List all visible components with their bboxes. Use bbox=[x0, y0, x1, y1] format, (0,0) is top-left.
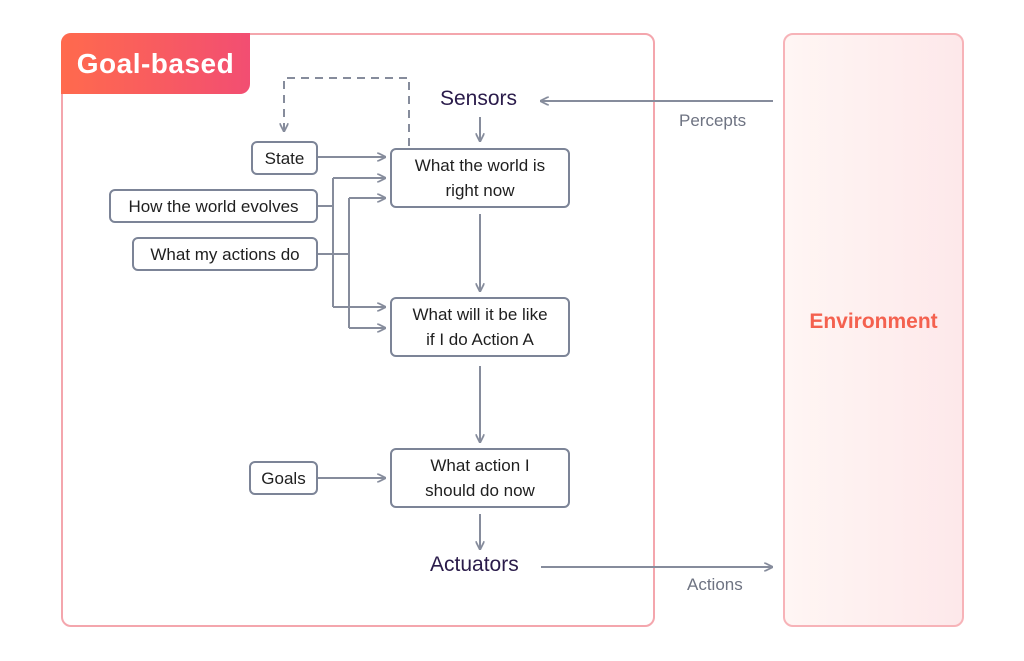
future-prediction-node: What will it be like if I do Action A bbox=[390, 297, 570, 357]
world-now-line-1: What the world is bbox=[414, 156, 546, 175]
state-feedback-loop bbox=[284, 77, 410, 146]
decision-line-1: What action I bbox=[430, 456, 530, 475]
actions-effect-node: What my actions do bbox=[132, 237, 318, 271]
decision-node: What action I should do now bbox=[390, 448, 570, 508]
goals-node: Goals bbox=[249, 461, 318, 495]
actions-label: Actions bbox=[687, 575, 743, 594]
environment-label: Environment bbox=[809, 310, 938, 333]
actions-effect-node-label: What my actions do bbox=[150, 244, 300, 264]
state-node: State bbox=[251, 141, 318, 175]
state-node-label: State bbox=[264, 148, 305, 168]
decision-line-2: should do now bbox=[425, 481, 535, 500]
future-line-1: What will it be like bbox=[412, 305, 548, 324]
agent-type-badge: Goal-based bbox=[61, 33, 250, 94]
sensors-label: Sensors bbox=[440, 87, 518, 110]
environment-frame bbox=[783, 33, 964, 627]
world-evolves-node: How the world evolves bbox=[109, 189, 318, 223]
future-line-2: if I do Action A bbox=[426, 330, 534, 349]
goals-node-label: Goals bbox=[261, 468, 306, 488]
world-now-line-2: right now bbox=[445, 181, 515, 200]
actuators-label: Actuators bbox=[430, 553, 519, 576]
percepts-label: Percepts bbox=[679, 111, 747, 130]
world-now-node: What the world is right now bbox=[390, 148, 570, 208]
world-evolves-node-label: How the world evolves bbox=[128, 196, 299, 216]
